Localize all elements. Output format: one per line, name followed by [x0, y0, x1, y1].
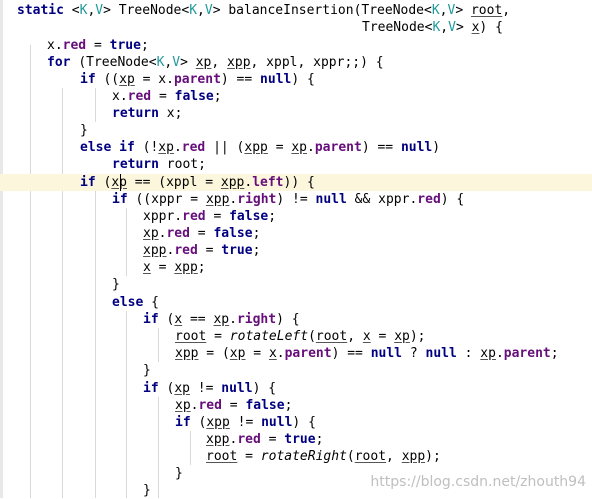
- code-line[interactable]: xppr.red = false;: [0, 208, 592, 225]
- indent-guide: [126, 311, 127, 498]
- code-line[interactable]: x.red = false;: [0, 88, 592, 105]
- code-text: root = rotateLeft(root, x = xp);: [175, 329, 426, 344]
- code-line[interactable]: x = xpp;: [0, 259, 592, 276]
- code-line[interactable]: root = rotateRight(root, xpp);: [0, 448, 592, 465]
- code-line[interactable]: for (TreeNode<K,V> xp, xpp, xppl, xppr;;…: [0, 54, 592, 71]
- code-text: else {: [112, 295, 159, 310]
- code-line[interactable]: if (xp == (xppl = xpp.left)) {: [0, 174, 592, 191]
- code-line[interactable]: if ((xp = x.parent) == null) {: [0, 71, 592, 88]
- indent-guide: [62, 88, 63, 498]
- code-text: TreeNode<K,V> x) {: [362, 20, 503, 35]
- code-line[interactable]: if (xpp != null) {: [0, 414, 592, 431]
- code-text: xpp.red = true;: [143, 243, 261, 258]
- indent-guide: [95, 88, 96, 122]
- indent-guide: [30, 45, 31, 498]
- code-line[interactable]: root = rotateLeft(root, x = xp);: [0, 328, 592, 345]
- code-text: root = rotateRight(root, xpp);: [206, 449, 441, 464]
- code-text: xp.red = false;: [143, 226, 261, 241]
- code-line[interactable]: }: [0, 465, 592, 482]
- code-line[interactable]: return x;: [0, 105, 592, 122]
- code-text: x = xpp;: [143, 260, 206, 275]
- code-text: if (xpp != null) {: [175, 415, 316, 430]
- code-line[interactable]: }: [0, 276, 592, 293]
- code-text: return root;: [112, 157, 206, 172]
- code-line[interactable]: else if (!xp.red || (xpp = xp.parent) ==…: [0, 139, 592, 156]
- code-line[interactable]: }: [0, 122, 592, 139]
- code-text: }: [175, 466, 183, 481]
- code-text: }: [80, 123, 88, 138]
- code-text: x.red = true;: [47, 38, 149, 53]
- code-line[interactable]: TreeNode<K,V> x) {: [0, 19, 592, 36]
- code-text: if (xp == (xppl = xpp.left)) {: [80, 175, 315, 190]
- indent-guide: [126, 208, 127, 276]
- indent-guide: [158, 328, 159, 362]
- code-line[interactable]: static <K,V> TreeNode<K,V> balanceInsert…: [0, 2, 592, 19]
- code-line[interactable]: xpp = (xp = x.parent) == null ? null : x…: [0, 345, 592, 362]
- code-text: xpp.red = true;: [206, 432, 324, 447]
- watermark: https://blog.csdn.net/zhouth94: [370, 474, 586, 490]
- code-text: if ((xp = x.parent) == null) {: [80, 72, 315, 87]
- code-text: if (x == xp.right) {: [143, 312, 300, 327]
- code-text: }: [112, 277, 120, 292]
- code-text: if ((xppr = xpp.right) != null && xppr.r…: [112, 192, 465, 207]
- code-text: xpp = (xp = x.parent) == null ? null : x…: [175, 346, 559, 361]
- editor-gutter: [0, 0, 3, 498]
- code-line[interactable]: xpp.red = true;: [0, 242, 592, 259]
- code-line[interactable]: xpp.red = true;: [0, 431, 592, 448]
- code-line[interactable]: x.red = true;: [0, 37, 592, 54]
- code-text: else if (!xp.red || (xpp = xp.parent) ==…: [80, 140, 441, 155]
- code-text: xppr.red = false;: [143, 209, 277, 224]
- code-line[interactable]: return root;: [0, 156, 592, 173]
- code-line[interactable]: }: [0, 482, 592, 499]
- code-text: static <K,V> TreeNode<K,V> balanceInsert…: [17, 3, 511, 18]
- code-text: for (TreeNode<K,V> xp, xpp, xppl, xppr;;…: [47, 55, 384, 70]
- code-line[interactable]: xp.red = false;: [0, 225, 592, 242]
- code-text: x.red = false;: [112, 89, 222, 104]
- code-line[interactable]: else {: [0, 294, 592, 311]
- code-line[interactable]: xp.red = false;: [0, 397, 592, 414]
- code-text: }: [143, 483, 151, 498]
- code-line[interactable]: }: [0, 362, 592, 379]
- indent-guide: [95, 191, 96, 498]
- code-line[interactable]: if ((xppr = xpp.right) != null && xppr.r…: [0, 191, 592, 208]
- text-cursor: [120, 174, 121, 191]
- indent-guide: [190, 431, 191, 465]
- code-line[interactable]: if (xp != null) {: [0, 380, 592, 397]
- code-text: if (xp != null) {: [143, 381, 277, 396]
- indent-guide: [158, 397, 159, 498]
- code-text: xp.red = false;: [175, 398, 293, 413]
- code-text: return x;: [112, 106, 183, 121]
- code-line[interactable]: if (x == xp.right) {: [0, 311, 592, 328]
- code-text: }: [143, 363, 151, 378]
